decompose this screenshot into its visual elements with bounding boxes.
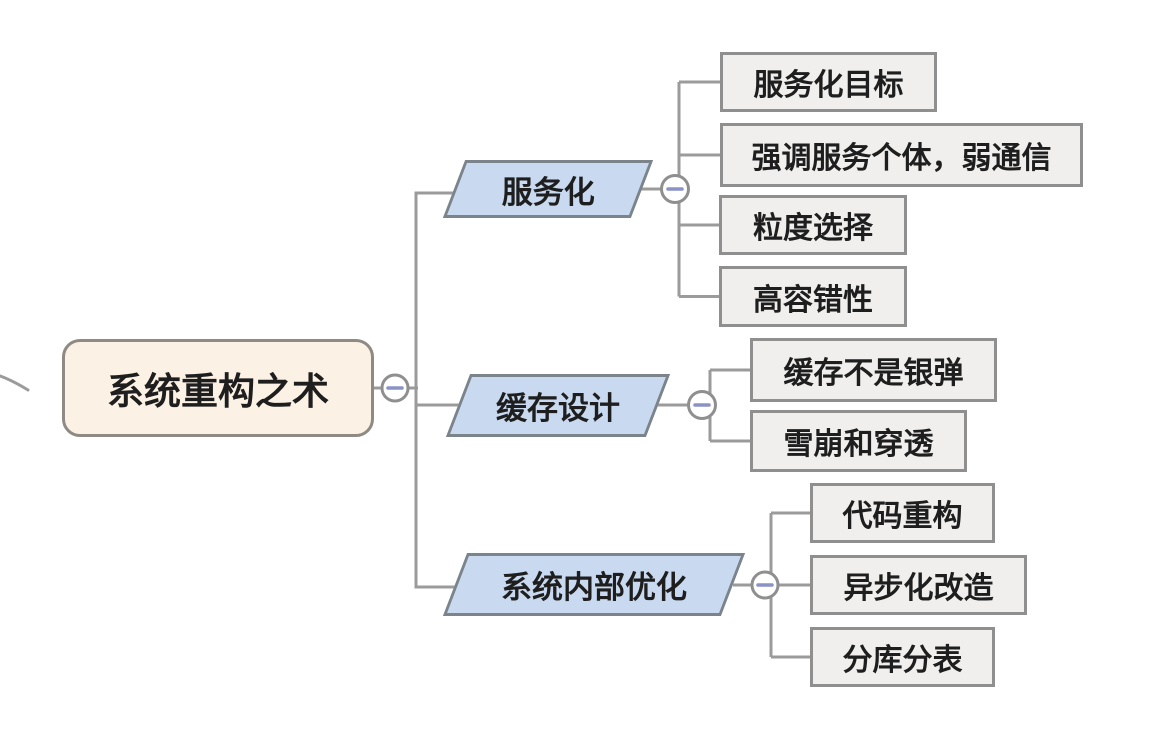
branch-topic-1[interactable]: 服务化 (442, 160, 654, 218)
subtopic-label: 粒度选择 (753, 212, 873, 245)
branch-topic-label: 系统内部优化 (501, 570, 687, 605)
subtopic-2-2[interactable]: 雪崩和穿透 (750, 410, 967, 472)
subtopic-label: 高容错性 (753, 283, 873, 317)
subtopic-label: 服务化目标 (753, 69, 904, 102)
branch-topic-label: 缓存设计 (496, 391, 620, 426)
subtopic-1-1[interactable]: 服务化目标 (720, 52, 937, 112)
subtopic-label: 异步化改造 (843, 572, 994, 605)
subtopic-3-2[interactable]: 异步化改造 (810, 555, 1027, 615)
subtopic-label: 强调服务个体，弱通信 (751, 142, 1052, 175)
root-topic-label: 系统重构之术 (107, 371, 329, 412)
offscreen-connector-line (0, 374, 30, 392)
branch-topic-3[interactable]: 系统内部优化 (442, 553, 746, 616)
branch-topic-2[interactable]: 缓存设计 (445, 374, 671, 437)
subtopic-1-3[interactable]: 粒度选择 (719, 195, 907, 255)
subtopic-label: 雪崩和穿透 (783, 428, 934, 461)
collapse-button-root[interactable] (380, 373, 410, 403)
subtopic-2-1[interactable]: 缓存不是银弹 (750, 338, 997, 402)
collapse-button-branch-3[interactable] (750, 570, 780, 600)
collapse-button-branch-1[interactable] (660, 174, 690, 204)
subtopic-3-1[interactable]: 代码重构 (810, 483, 995, 543)
subtopic-label: 分库分表 (842, 644, 963, 677)
subtopic-1-2[interactable]: 强调服务个体，弱通信 (720, 123, 1083, 187)
collapse-button-branch-2[interactable] (687, 390, 717, 420)
branch-topic-label: 服务化 (501, 174, 595, 210)
subtopic-1-4[interactable]: 高容错性 (719, 266, 907, 327)
root-topic[interactable]: 系统重构之术 (62, 339, 374, 437)
subtopic-label: 代码重构 (842, 500, 963, 533)
subtopic-label: 缓存不是银弹 (783, 357, 964, 390)
subtopic-3-3[interactable]: 分库分表 (810, 627, 995, 687)
